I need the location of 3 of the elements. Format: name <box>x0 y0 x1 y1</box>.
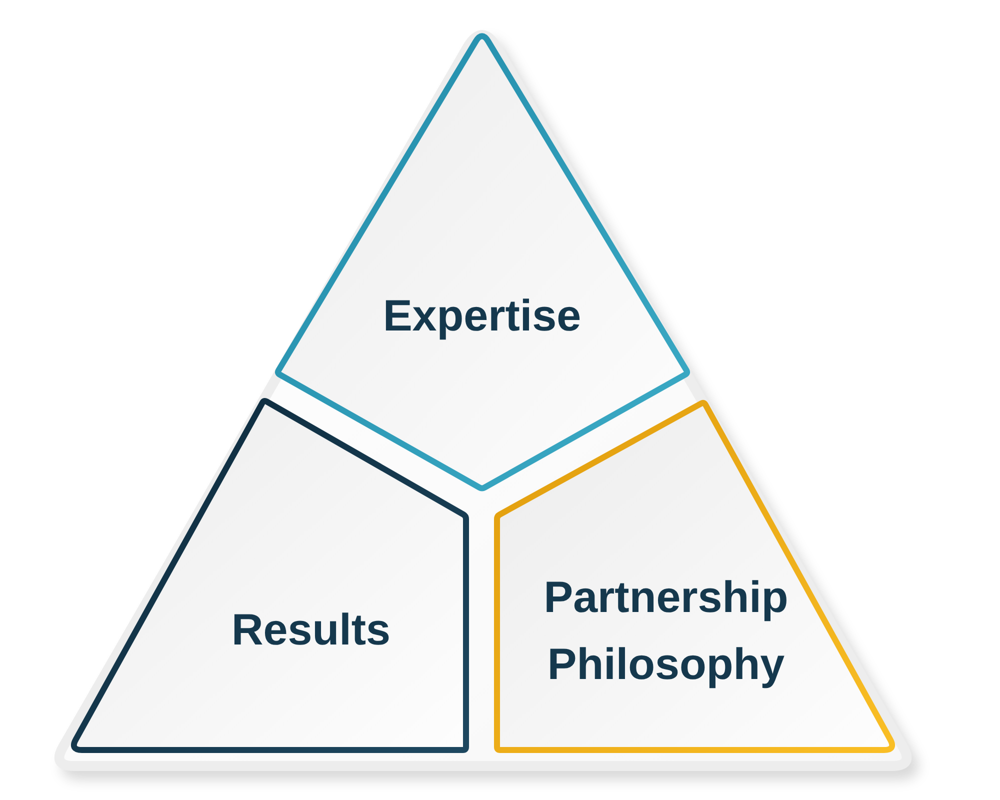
segment-label: Expertise <box>382 292 582 342</box>
segment-label: Results <box>232 606 390 656</box>
segment-label: Partnership Philosophy <box>544 572 788 691</box>
